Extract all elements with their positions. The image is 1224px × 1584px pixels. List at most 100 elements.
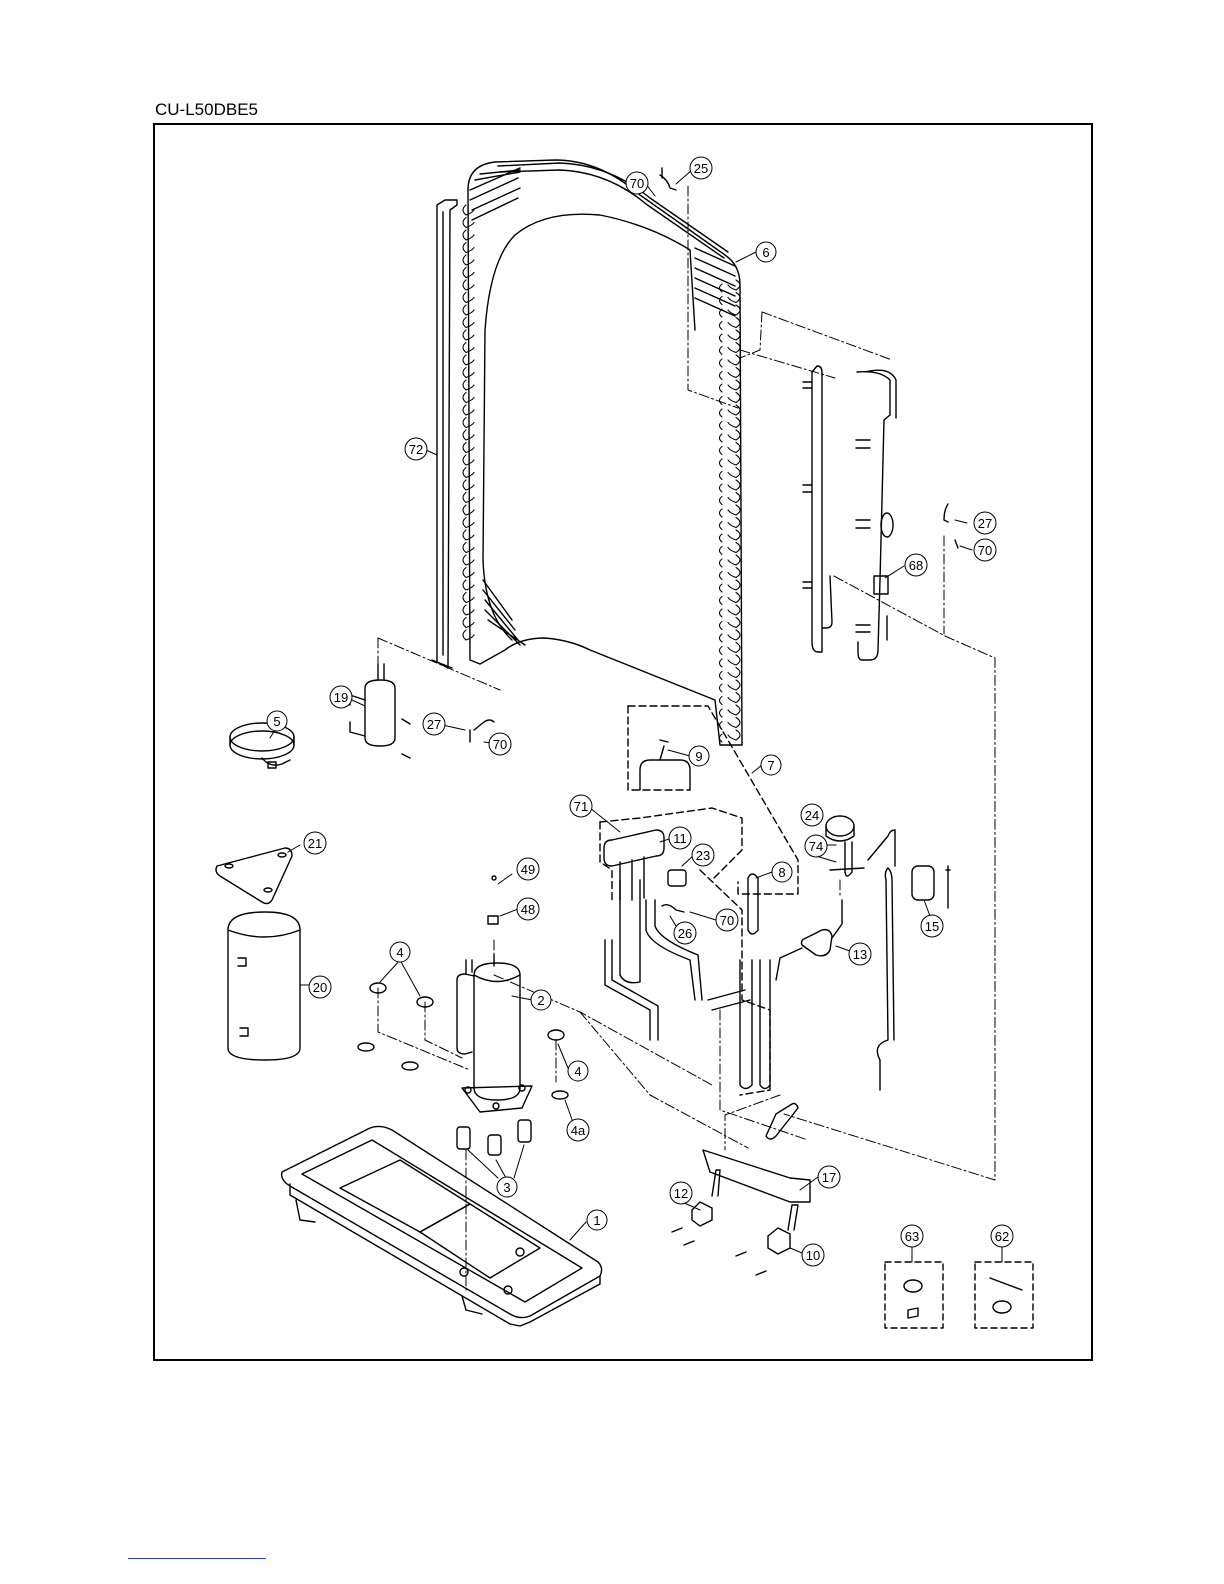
callout-17: 17 <box>818 1166 840 1188</box>
callout-4a: 4a <box>567 1119 589 1141</box>
coil-tube-bend <box>463 630 474 640</box>
callout-15: 15 <box>921 915 943 937</box>
coil-tube-bend <box>463 518 474 528</box>
compressor <box>457 955 532 1112</box>
coil-tube-bend <box>728 593 740 603</box>
coil-tube-bend <box>728 555 740 565</box>
coil-tube-bend <box>728 343 740 353</box>
callout-13: 13 <box>849 943 871 965</box>
capacitor <box>912 866 950 908</box>
callout-70-left: 70 <box>489 733 511 755</box>
callout-3-label: 3 <box>503 1180 510 1195</box>
callout-21: 21 <box>304 832 326 854</box>
coil-tube-bend <box>728 693 740 703</box>
coil-tube-end <box>720 284 723 292</box>
coil-tube-end <box>720 334 723 342</box>
callout-11: 11 <box>669 827 691 849</box>
callout-70-right: 70 <box>974 539 996 561</box>
coil-tube-bend <box>728 380 740 390</box>
callout-27-right-label: 27 <box>978 516 992 531</box>
callout-70-left-label: 70 <box>493 737 507 752</box>
callout-23-label: 23 <box>696 848 710 863</box>
callout-49: 49 <box>517 858 539 880</box>
thermistors <box>470 168 958 924</box>
coil-tube-end <box>720 622 723 630</box>
coil-tube-bend <box>463 530 474 540</box>
callout-13-label: 13 <box>853 947 867 962</box>
coil-tube-bend <box>728 330 740 340</box>
sound-proof-wrap <box>228 912 300 1060</box>
four-way-valve-assembly <box>604 740 770 1089</box>
coil-tube-bend <box>728 443 740 453</box>
tube-assembly-right <box>803 366 896 660</box>
callout-63: 63 <box>901 1225 923 1247</box>
coil-tube-bend <box>728 568 740 578</box>
callout-68: 68 <box>905 554 927 576</box>
callout-4-right: 4 <box>568 1061 588 1081</box>
callout-27-right: 27 <box>974 512 996 534</box>
coil-tube-bend <box>728 355 740 365</box>
callout-5-label: 5 <box>273 714 280 729</box>
coil-tube-bend <box>463 543 474 553</box>
callout-19: 19 <box>330 686 352 708</box>
coil-tube-end <box>720 372 723 380</box>
callout-23: 23 <box>692 844 714 866</box>
callout-7-label: 7 <box>767 758 774 773</box>
callout-27-left: 27 <box>423 713 445 735</box>
coil-tube-bend <box>463 605 474 615</box>
callout-9-label: 9 <box>695 749 702 764</box>
callout-25-label: 25 <box>694 161 708 176</box>
callout-27-left-label: 27 <box>427 717 441 732</box>
coil-tube-bend <box>728 480 740 490</box>
coil-tube-end <box>720 447 723 455</box>
callout-1-label: 1 <box>593 1213 600 1228</box>
coil-tube-bend <box>728 605 740 615</box>
callout-63-label: 63 <box>905 1229 919 1244</box>
coil-tube-end <box>720 434 723 442</box>
triangle-plate <box>216 848 292 904</box>
callout-17-label: 17 <box>822 1170 836 1185</box>
coil-tube-bend <box>728 468 740 478</box>
callout-68-label: 68 <box>909 558 923 573</box>
coil-tube-bend <box>728 318 740 328</box>
callout-21-label: 21 <box>308 836 322 851</box>
callout-20: 20 <box>309 976 331 998</box>
coil-tube-bend <box>728 643 740 653</box>
expansion-valve-assembly <box>776 816 895 1090</box>
base-pan <box>282 1126 602 1326</box>
coil-tube-end <box>720 559 723 567</box>
callout-10: 10 <box>802 1244 824 1266</box>
coil-tube-bend <box>463 580 474 590</box>
valve-bracket <box>672 1104 810 1276</box>
callout-7: 7 <box>761 755 781 775</box>
coil-tube-bend <box>728 630 740 640</box>
callout-70-center-label: 70 <box>720 913 734 928</box>
callout-72-label: 72 <box>409 442 423 457</box>
coil-tube-bend <box>463 555 474 565</box>
coil-tube-bend <box>728 730 740 740</box>
coil-tube-bend <box>728 505 740 515</box>
callout-74: 74 <box>805 835 827 857</box>
callout-20-label: 20 <box>313 980 327 995</box>
coil-tube-bend <box>728 618 740 628</box>
coil-tube-end <box>720 509 723 517</box>
coil-tube-bend <box>463 593 474 603</box>
callout-26-label: 26 <box>678 926 692 941</box>
coil-tube-end <box>720 547 723 555</box>
coil-tube-end <box>720 459 723 467</box>
accessory-kits <box>885 1262 1033 1328</box>
callout-70-right-label: 70 <box>978 543 992 558</box>
coil-tube-bend <box>728 530 740 540</box>
callout-71: 71 <box>570 795 592 817</box>
callout-12: 12 <box>670 1182 692 1204</box>
coil-tube-bend <box>728 430 740 440</box>
callout-71-label: 71 <box>574 799 588 814</box>
callout-72: 72 <box>405 438 427 460</box>
receiver-tank <box>350 664 410 758</box>
callout-15-label: 15 <box>925 919 939 934</box>
coil-tube-end <box>720 584 723 592</box>
callout-4-left: 4 <box>390 942 410 962</box>
coil-tube-end <box>720 422 723 430</box>
callout-62-label: 62 <box>995 1229 1009 1244</box>
